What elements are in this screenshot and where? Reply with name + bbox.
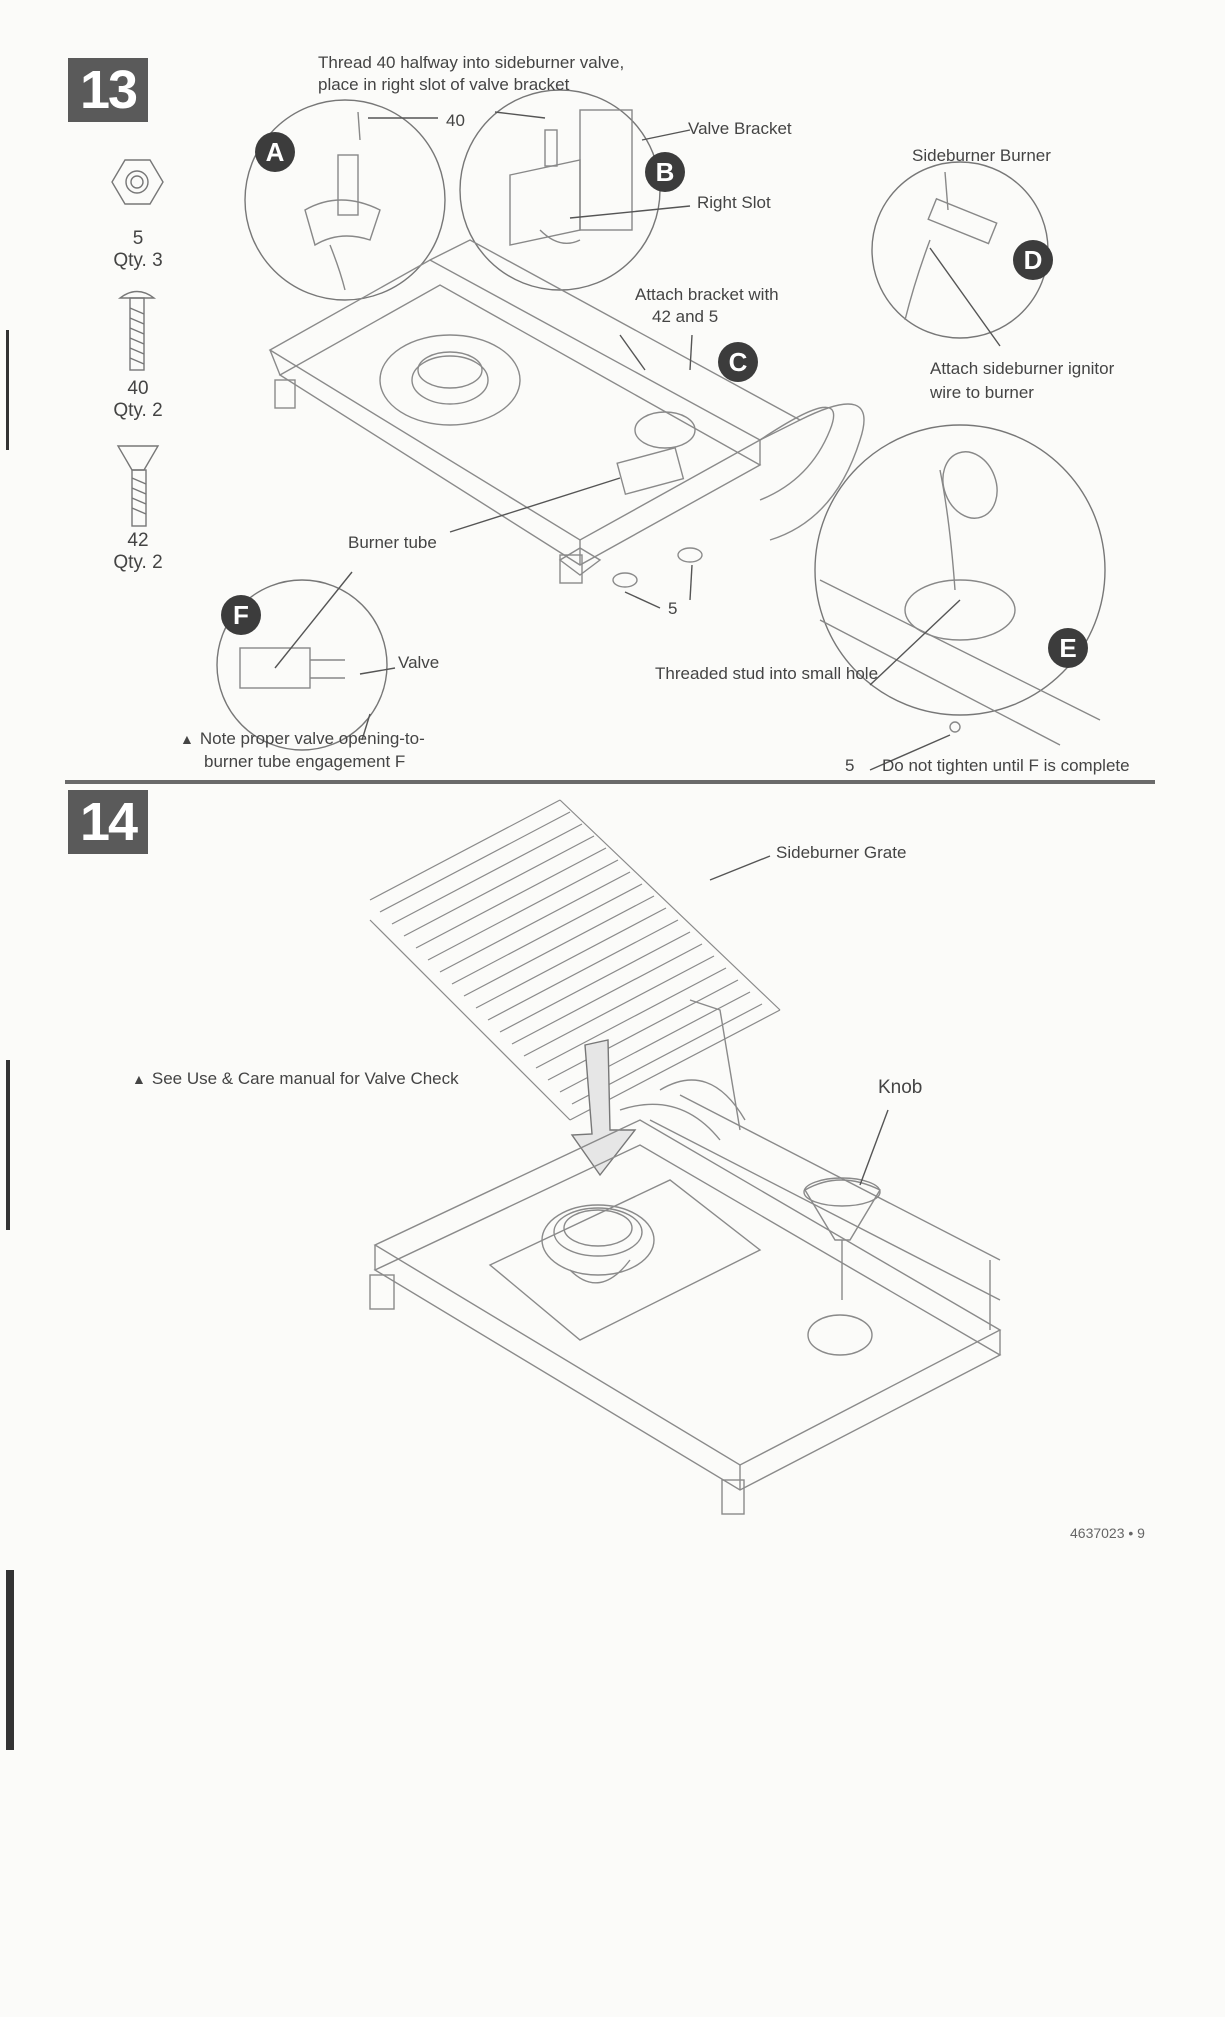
part-40-qty: Qty. 2 (113, 400, 163, 421)
part-5-qty: Qty. 3 (113, 250, 163, 271)
callout-f: F (221, 595, 261, 635)
label-do-not-tighten: Do not tighten until F is complete (882, 756, 1130, 775)
label-valve-bracket: Valve Bracket (688, 119, 792, 138)
label-attach-ignitor-line1: Attach sideburner ignitor (930, 359, 1115, 378)
warning-triangle-icon: ▲ (132, 1071, 146, 1087)
callout-c: C (718, 342, 758, 382)
label-attach-ignitor-line2: wire to burner (930, 383, 1034, 402)
thread-instruction-line1: Thread 40 halfway into sideburner valve, (318, 53, 625, 72)
valve-engagement-note-line1: ▲ Note proper valve opening-to- (180, 728, 425, 750)
screw-42-icon (116, 445, 160, 527)
scan-edge-mark (6, 1060, 10, 1230)
warning-triangle-icon: ▲ (180, 731, 194, 747)
part-42-qty: Qty. 2 (113, 552, 163, 573)
section-divider (65, 780, 1155, 784)
label-sideburner-grate: Sideburner Grate (776, 843, 907, 862)
callout-e: E (1048, 628, 1088, 668)
label-threaded-stud: Threaded stud into small hole (655, 664, 879, 683)
screw-40-icon (117, 290, 157, 371)
label-5-bottom: 5 (845, 756, 855, 775)
scan-edge-mark (6, 330, 9, 450)
step-14-badge: 14 (68, 790, 148, 854)
label-burner-tube: Burner tube (348, 533, 437, 552)
valve-check-note: ▲ See Use & Care manual for Valve Check (132, 1068, 459, 1090)
label-right-slot: Right Slot (697, 193, 771, 212)
part-5-id: 5 (132, 228, 144, 249)
valve-engagement-note-line2: burner tube engagement F (204, 752, 406, 771)
label-40: 40 (446, 111, 465, 130)
thread-instruction-line2: place in right slot of valve bracket (318, 75, 570, 94)
callout-a: A (255, 132, 295, 172)
callout-b: B (645, 152, 685, 192)
part-42-id: 42 (127, 530, 149, 551)
note-line1-text: Note proper valve opening-to- (199, 729, 425, 748)
label-attach-bracket-line2: 42 and 5 (652, 307, 719, 326)
label-knob: Knob (878, 1077, 923, 1098)
scan-edge-mark (6, 1570, 14, 1750)
part-40-id: 40 (127, 378, 149, 399)
label-valve: Valve (398, 653, 440, 672)
valve-check-note-text: See Use & Care manual for Valve Check (151, 1069, 459, 1088)
label-sideburner-burner: Sideburner Burner (912, 146, 1051, 165)
label-5-stud: 5 (668, 599, 678, 618)
callout-d: D (1013, 240, 1053, 280)
nut-icon (111, 159, 164, 205)
label-attach-bracket-line1: Attach bracket with (635, 285, 779, 304)
step-13-badge: 13 (68, 58, 148, 122)
document-page-number: 4637023 • 9 (1070, 1525, 1145, 1541)
